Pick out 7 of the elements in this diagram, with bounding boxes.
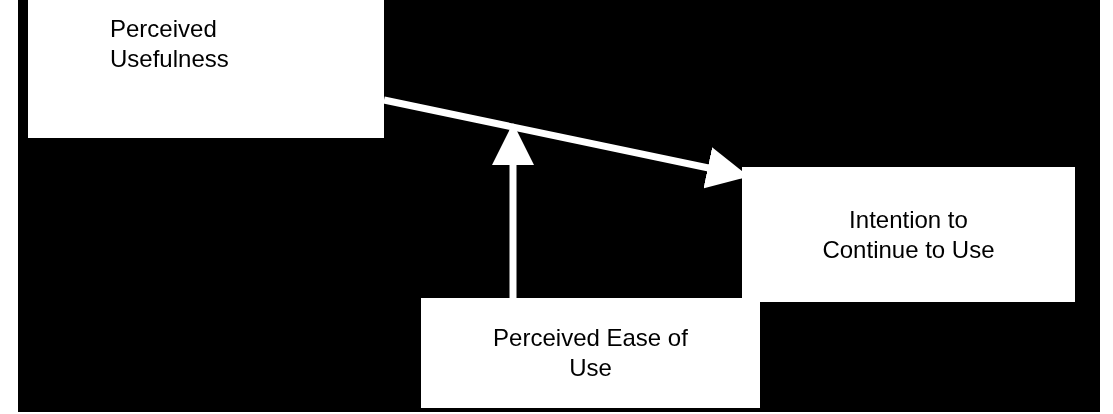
concept-box [28,0,384,138]
concept-box [742,167,1075,302]
concept-label: Intention to Continue to Use [821,204,996,265]
arrow [492,123,534,298]
concept-label: Perceived Usefulness [110,14,230,74]
concept-label: Perceived Ease of Use [492,323,689,383]
concept-box [421,298,760,408]
